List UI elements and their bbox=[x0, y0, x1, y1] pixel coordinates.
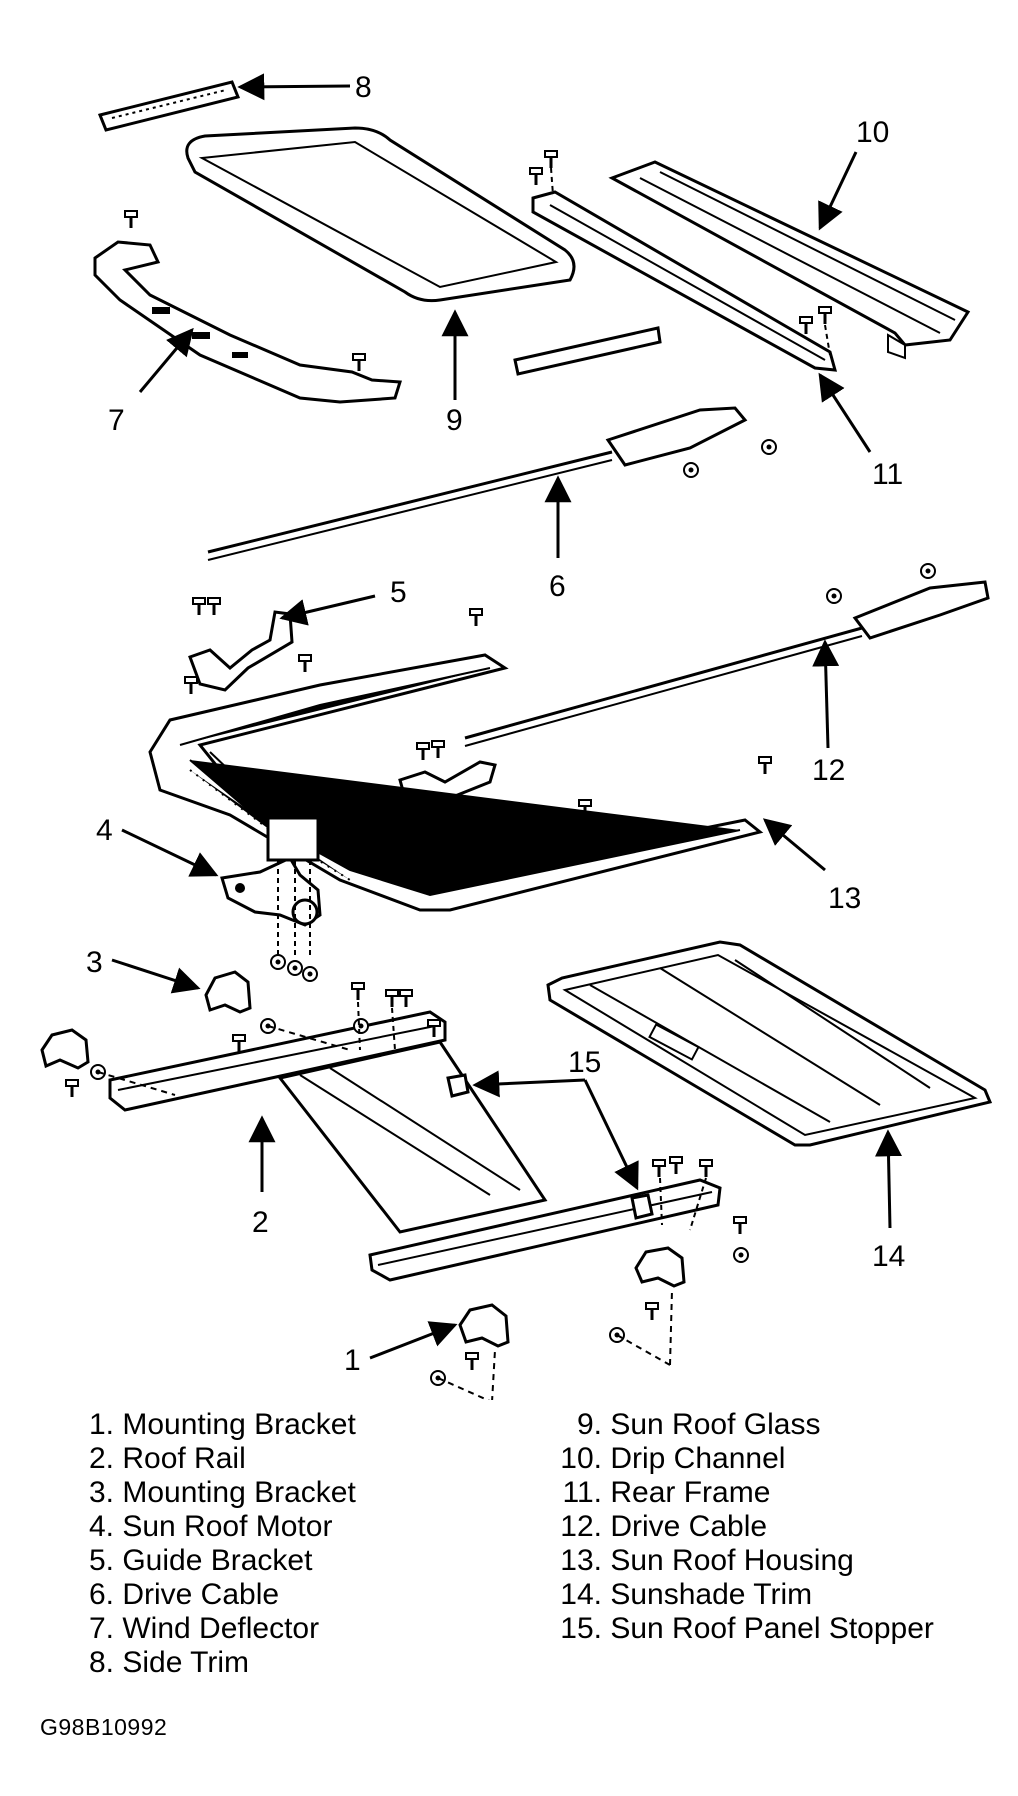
legend-item: 1. Mounting Bracket bbox=[88, 1408, 356, 1441]
callout-3: 3 bbox=[86, 946, 103, 979]
figure-code: G98B10992 bbox=[40, 1714, 168, 1740]
callout-6: 6 bbox=[549, 570, 566, 603]
legend-item: 11. Rear Frame bbox=[562, 1476, 771, 1509]
callout-15: 15 bbox=[568, 1046, 601, 1079]
sun-roof-motor-part bbox=[220, 816, 322, 927]
legend-item: 2. Roof Rail bbox=[88, 1442, 246, 1475]
callout-5: 5 bbox=[390, 576, 407, 609]
mounting-bracket-upper-part bbox=[40, 970, 252, 1070]
wind-deflector-part bbox=[93, 240, 402, 404]
legend-item: 13. Sun Roof Housing bbox=[560, 1544, 854, 1577]
legend-left-column: 1. Mounting Bracket 2. Roof Rail 3. Moun… bbox=[78, 1408, 356, 1680]
callout-8: 8 bbox=[355, 71, 372, 104]
legend-item: 4. Sun Roof Motor bbox=[88, 1510, 333, 1543]
sunshade-trim-part bbox=[546, 940, 993, 1147]
exploded-view-diagram: 8 9 7 10 11 6 5 12 13 4 3 15 2 14 1 bbox=[40, 71, 993, 1400]
drive-cable-2-part bbox=[464, 580, 990, 747]
drive-cable-part bbox=[207, 406, 748, 561]
seal-strip-part bbox=[513, 326, 662, 376]
roof-rail-part bbox=[108, 1010, 722, 1282]
callout-7: 7 bbox=[108, 404, 125, 437]
legend-item: 15. Sun Roof Panel Stopper bbox=[560, 1612, 934, 1645]
callout-1: 1 bbox=[344, 1344, 361, 1377]
side-trim-part bbox=[97, 80, 241, 132]
legend-item: 14. Sunshade Trim bbox=[560, 1578, 813, 1611]
legend-item: 8. Side Trim bbox=[88, 1646, 250, 1679]
callout-12: 12 bbox=[812, 754, 845, 787]
legend-item: 12. Drive Cable bbox=[560, 1510, 768, 1543]
callout-13: 13 bbox=[828, 882, 861, 915]
callout-10: 10 bbox=[856, 116, 889, 149]
mounting-bracket-lower-part bbox=[458, 1246, 686, 1348]
callout-2: 2 bbox=[252, 1206, 269, 1239]
legend-item: 7. Wind Deflector bbox=[88, 1612, 320, 1645]
leader-arrows bbox=[111, 73, 903, 1360]
legend-item: 6. Drive Cable bbox=[88, 1578, 280, 1611]
rear-frame-part bbox=[531, 190, 838, 372]
legend-item: 9. Sun Roof Glass bbox=[576, 1408, 821, 1441]
drip-channel-part bbox=[608, 160, 971, 360]
legend-item: 10. Drip Channel bbox=[560, 1442, 786, 1475]
panel-stopper-part bbox=[446, 1073, 654, 1220]
callout-4: 4 bbox=[96, 814, 113, 847]
legend-item: 5. Guide Bracket bbox=[88, 1544, 313, 1577]
callout-11: 11 bbox=[872, 458, 903, 491]
legend-item: 3. Mounting Bracket bbox=[88, 1476, 356, 1509]
legend-right-column: 9. Sun Roof Glass 10. Drip Channel 11. R… bbox=[552, 1408, 934, 1646]
callout-14: 14 bbox=[872, 1240, 905, 1273]
sun-roof-glass-part bbox=[185, 126, 576, 303]
callout-9: 9 bbox=[446, 404, 463, 437]
